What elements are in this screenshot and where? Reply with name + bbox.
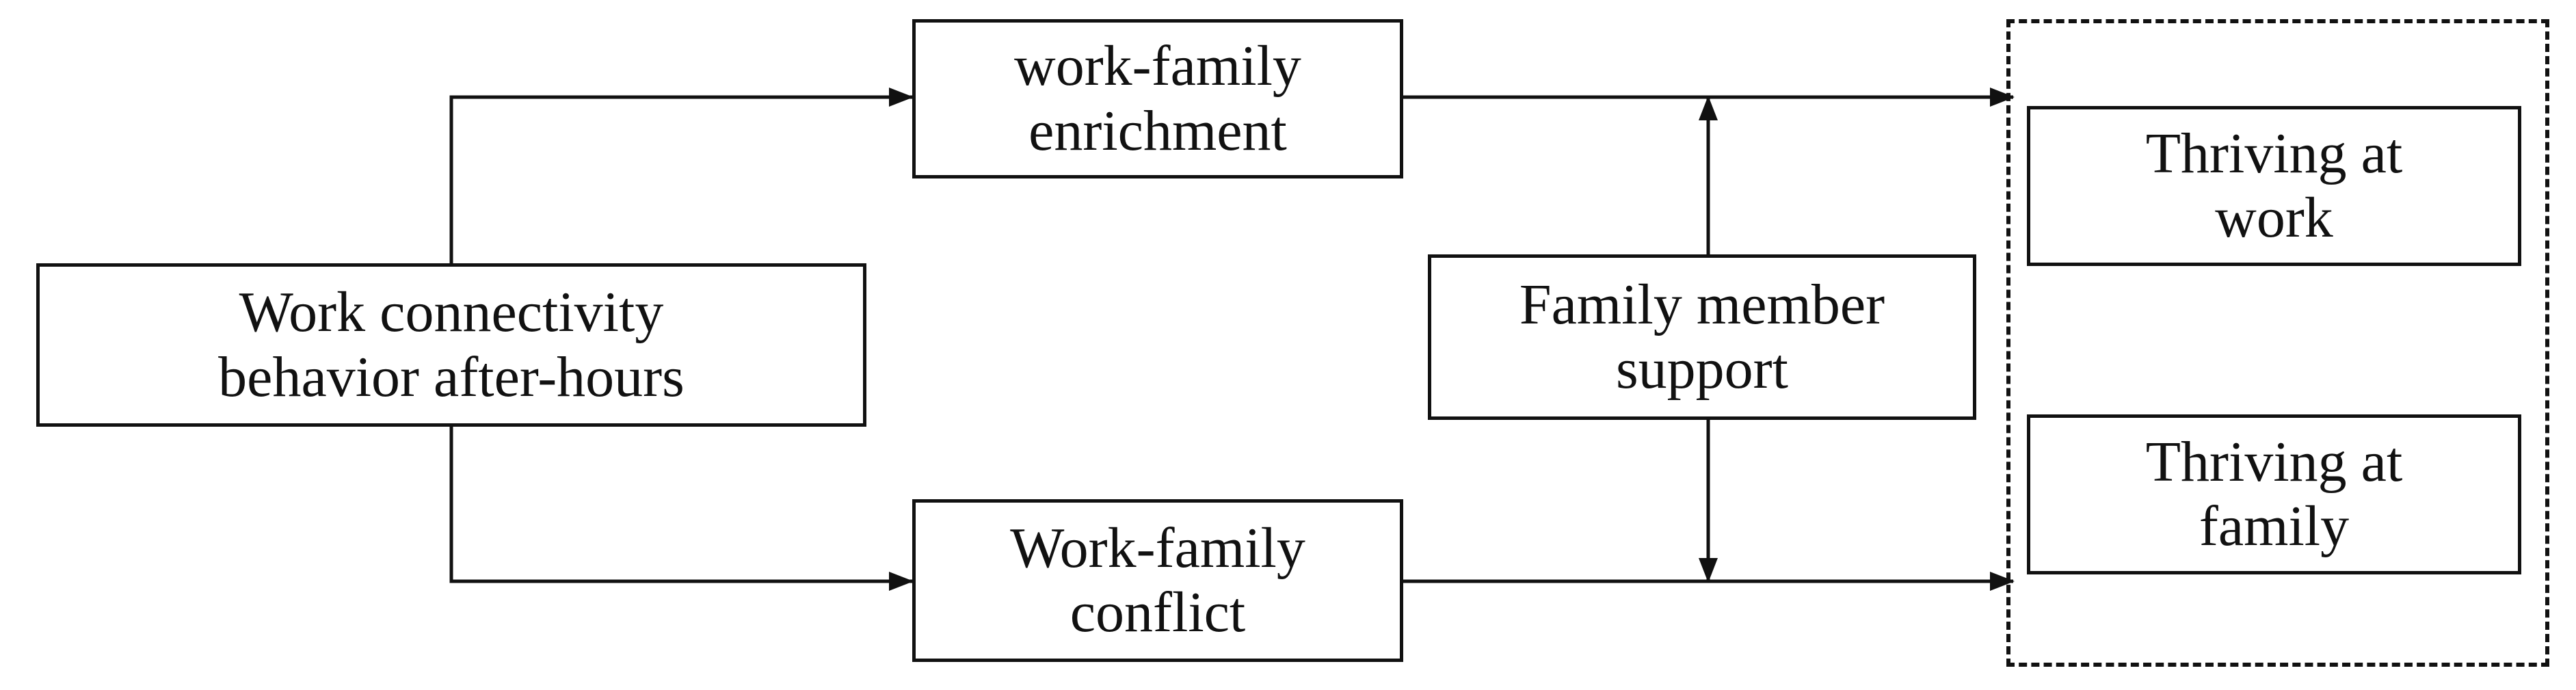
thriving-at-family-label: Thriving at family	[2145, 429, 2403, 558]
work-family-enrichment-box: work-family enrichment	[912, 19, 1403, 178]
family-member-support-box: Family member support	[1428, 254, 1976, 420]
work-connectivity-label: Work connectivity behavior after-hours	[218, 280, 685, 409]
work-connectivity-box: Work connectivity behavior after-hours	[36, 263, 866, 427]
work-family-enrichment-label: work-family enrichment	[1014, 34, 1301, 163]
family-member-support-label: Family member support	[1519, 272, 1885, 401]
work-family-conflict-label: Work-family conflict	[1010, 516, 1305, 644]
thriving-at-work-label: Thriving at work	[2145, 121, 2403, 250]
predictor-to-conflict-arrow	[449, 427, 914, 591]
outcomes-dashed-group	[2006, 19, 2549, 667]
thriving-at-family-box: Thriving at family	[2027, 414, 2521, 574]
thriving-at-work-box: Thriving at work	[2027, 106, 2521, 266]
predictor-to-enrichment-arrow	[449, 88, 914, 263]
work-family-conflict-box: Work-family conflict	[912, 499, 1403, 662]
